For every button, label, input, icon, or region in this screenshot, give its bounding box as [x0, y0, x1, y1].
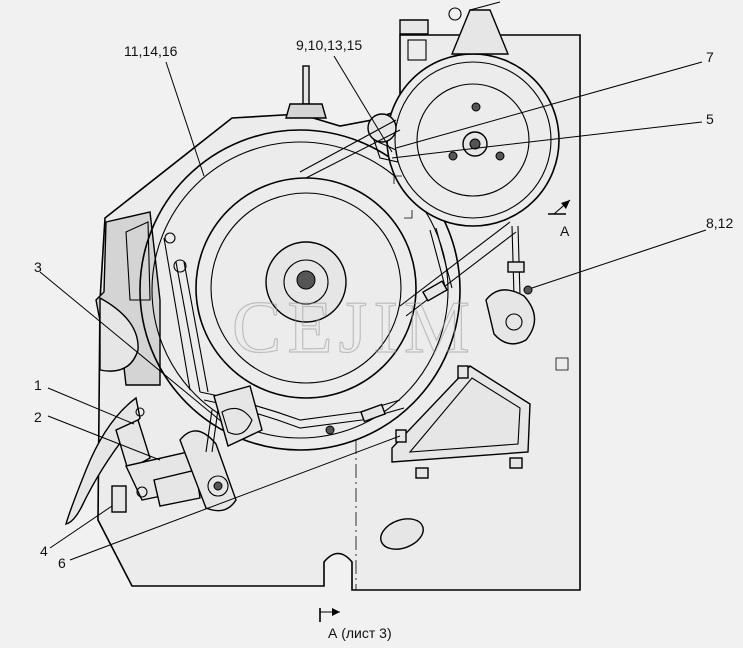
section-arrow-head — [561, 200, 570, 209]
leader-line — [49, 505, 113, 549]
large-wheel-face — [210, 192, 402, 384]
leader-line — [47, 415, 161, 461]
large-wheel-hub-ring — [283, 259, 329, 305]
tray-fastener — [509, 457, 523, 469]
belt-upper — [299, 119, 397, 173]
belt-lower — [399, 221, 511, 307]
adjuster-pin — [505, 313, 523, 331]
top-slot — [407, 39, 427, 61]
top-shaft-collar — [285, 103, 327, 119]
tensioner-bracket — [450, 9, 510, 55]
adjuster-rod — [517, 225, 521, 297]
top-shaft — [302, 65, 310, 105]
callout-3: 3 — [34, 259, 42, 275]
lever-link-lower — [153, 469, 201, 507]
pivot — [135, 407, 145, 417]
linkage-arm — [175, 261, 201, 393]
callout-7: 7 — [706, 49, 714, 65]
alignment-mark — [555, 357, 569, 371]
leader-line — [47, 387, 135, 425]
callout-1: 1 — [34, 377, 42, 393]
wheel-bolt — [471, 102, 481, 112]
callout-5: 5 — [706, 111, 714, 127]
oval-cutout — [380, 518, 424, 550]
callout-11-14-16: 11,14,16 — [124, 43, 178, 59]
link-block — [360, 403, 386, 423]
tray-fastener — [415, 467, 429, 479]
callout-4: 4 — [40, 543, 48, 559]
center-clamp — [213, 385, 263, 447]
leader-line — [531, 229, 707, 289]
leader-line — [391, 121, 703, 159]
swivel-rod — [211, 409, 219, 453]
callout-6: 6 — [58, 555, 66, 571]
top-tab — [399, 19, 429, 35]
left-rib — [125, 221, 151, 301]
pivot — [164, 232, 176, 244]
fastener — [523, 285, 533, 295]
swivel-eye — [207, 475, 229, 497]
callout-2: 2 — [34, 409, 42, 425]
corner-mark — [393, 175, 402, 184]
right-strut — [435, 227, 453, 289]
triangle-tray-inner — [408, 377, 521, 453]
swivel-rod — [205, 409, 213, 453]
wheel-bolt — [448, 151, 458, 161]
leader-line — [165, 61, 205, 177]
right-strut — [429, 229, 447, 291]
swivel-bracket — [179, 430, 237, 512]
leader-line — [395, 61, 703, 149]
center-clamp-ring — [221, 407, 253, 435]
leader-line — [69, 435, 401, 561]
section-label-right: А — [560, 223, 570, 239]
tray-fastener — [457, 365, 469, 379]
small-wheel-face — [416, 83, 530, 197]
left-cutout — [99, 296, 139, 372]
large-wheel-axle — [296, 270, 316, 290]
wheel-bolt — [495, 151, 505, 161]
adjuster-nut — [507, 261, 525, 273]
tensioner-rod — [469, 1, 501, 11]
adjuster-bracket — [485, 289, 536, 345]
small-wheel-axle — [469, 138, 481, 150]
corner-mark — [404, 210, 413, 219]
watermark: CEJIM — [232, 287, 476, 369]
section-label-bottom: А (лист 3) — [328, 625, 392, 641]
lever-plate — [115, 419, 151, 472]
stop-block — [111, 485, 127, 513]
adjuster-rod — [511, 225, 515, 297]
leader-line — [333, 55, 393, 153]
belt-upper — [305, 129, 401, 179]
bottom-section-arrowhead — [332, 608, 340, 616]
callout-8-12: 8,12 — [706, 215, 733, 231]
leader-line — [39, 271, 223, 423]
pivot — [136, 486, 148, 498]
linkage-arm — [183, 261, 209, 393]
fastener — [325, 425, 335, 435]
housing-ring-outer — [139, 129, 461, 451]
swivel-eye-inner — [213, 481, 223, 491]
belt-lower — [405, 231, 517, 317]
linkage-arm — [163, 237, 191, 391]
tensioner-hook — [448, 7, 462, 21]
lower-linkage — [199, 391, 401, 421]
pivot — [173, 259, 187, 273]
housing-ring-inner — [151, 141, 449, 439]
strut-clamp — [422, 280, 448, 302]
callout-9-10-13-15: 9,10,13,15 — [296, 37, 362, 53]
tray-fastener — [395, 429, 407, 443]
